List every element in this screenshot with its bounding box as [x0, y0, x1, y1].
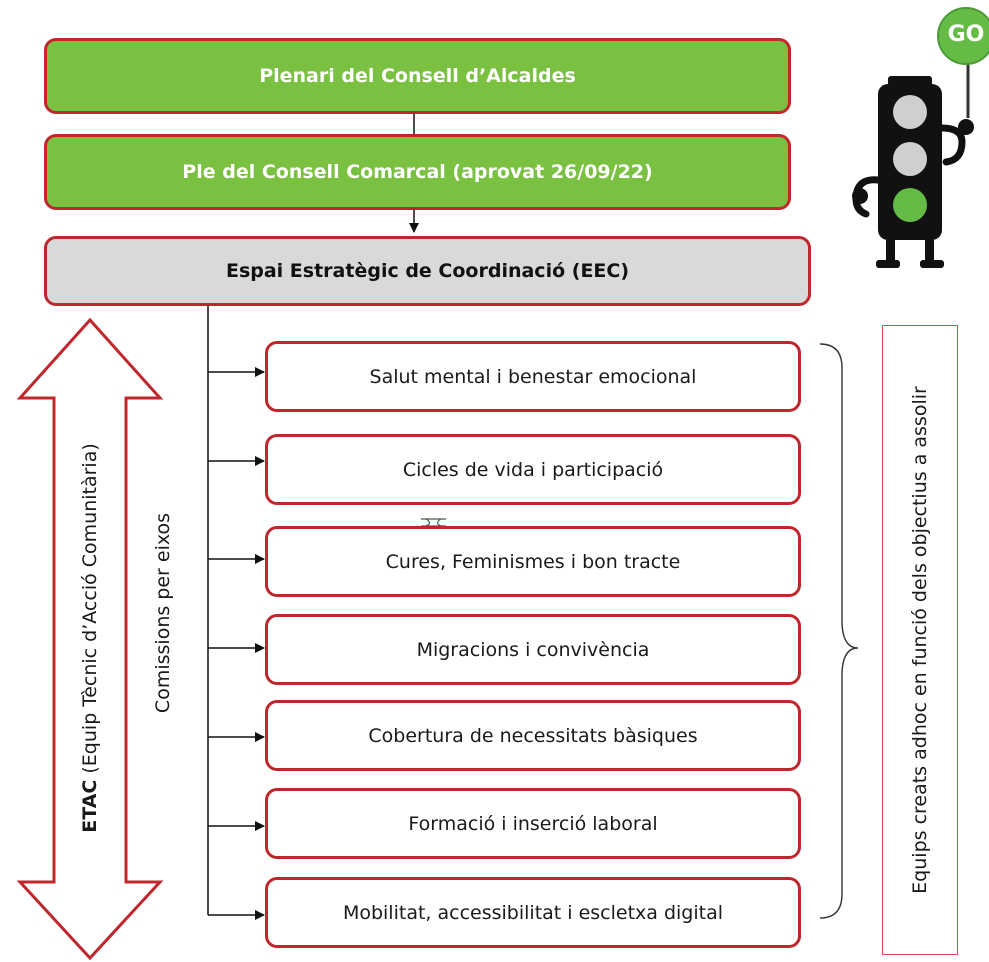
commission-label: Migracions i convivència — [416, 638, 650, 661]
commission-label: Cicles de vida i participació — [402, 458, 664, 481]
go-sign-label: GO — [947, 22, 985, 47]
commission-box-formacio: Formació i inserció laboral — [265, 788, 801, 859]
eec-box: Espai Estratègic de Coordinació (EEC) — [44, 236, 811, 306]
commission-box-migracions: Migracions i convivència — [265, 614, 801, 685]
commission-box-cicles: Cicles de vida i participació — [265, 434, 801, 505]
ple-label: Ple del Consell Comarcal (aprovat 26/09/… — [182, 161, 653, 183]
adhoc-teams-box — [882, 325, 958, 955]
commission-box-cobertura: Cobertura de necessitats bàsiques — [265, 700, 801, 771]
commission-box-cures: Cures, Feminismes i bon tracte — [265, 526, 801, 597]
etac-label: ETAC (Equip Tècnic d’Acció Comunitària) — [79, 443, 101, 833]
ple-box: Ple del Consell Comarcal (aprovat 26/09/… — [44, 134, 791, 210]
commission-label: Salut mental i benestar emocional — [369, 365, 697, 388]
traffic-light-go-character-icon — [852, 7, 989, 268]
etac-double-arrow — [16, 317, 164, 961]
commission-label: Cures, Feminismes i bon tracte — [385, 550, 681, 573]
commission-box-mobilitat: Mobilitat, accessibilitat i escletxa dig… — [265, 877, 801, 948]
adhoc-teams-label: Equips creats adhoc en funció dels objec… — [909, 386, 931, 894]
etac-label-bold: ETAC — [79, 779, 101, 833]
commissions-axis-label: Comissions per eixos — [152, 512, 174, 714]
right-curly-bracket — [819, 343, 859, 919]
commission-branch-arrows — [208, 367, 265, 920]
commission-label: Mobilitat, accessibilitat i escletxa dig… — [342, 901, 724, 924]
plenari-label: Plenari del Consell d’Alcaldes — [259, 65, 576, 87]
go-sign-icon — [937, 7, 989, 65]
commission-label: Cobertura de necessitats bàsiques — [368, 724, 698, 747]
plenari-box: Plenari del Consell d’Alcaldes — [44, 38, 791, 114]
small-handle-mark — [421, 518, 446, 527]
commission-box-salut: Salut mental i benestar emocional — [265, 341, 801, 412]
commission-label: Formació i inserció laboral — [408, 812, 658, 835]
eec-label: Espai Estratègic de Coordinació (EEC) — [225, 260, 630, 282]
etac-label-rest: (Equip Tècnic d’Acció Comunitària) — [79, 443, 101, 780]
